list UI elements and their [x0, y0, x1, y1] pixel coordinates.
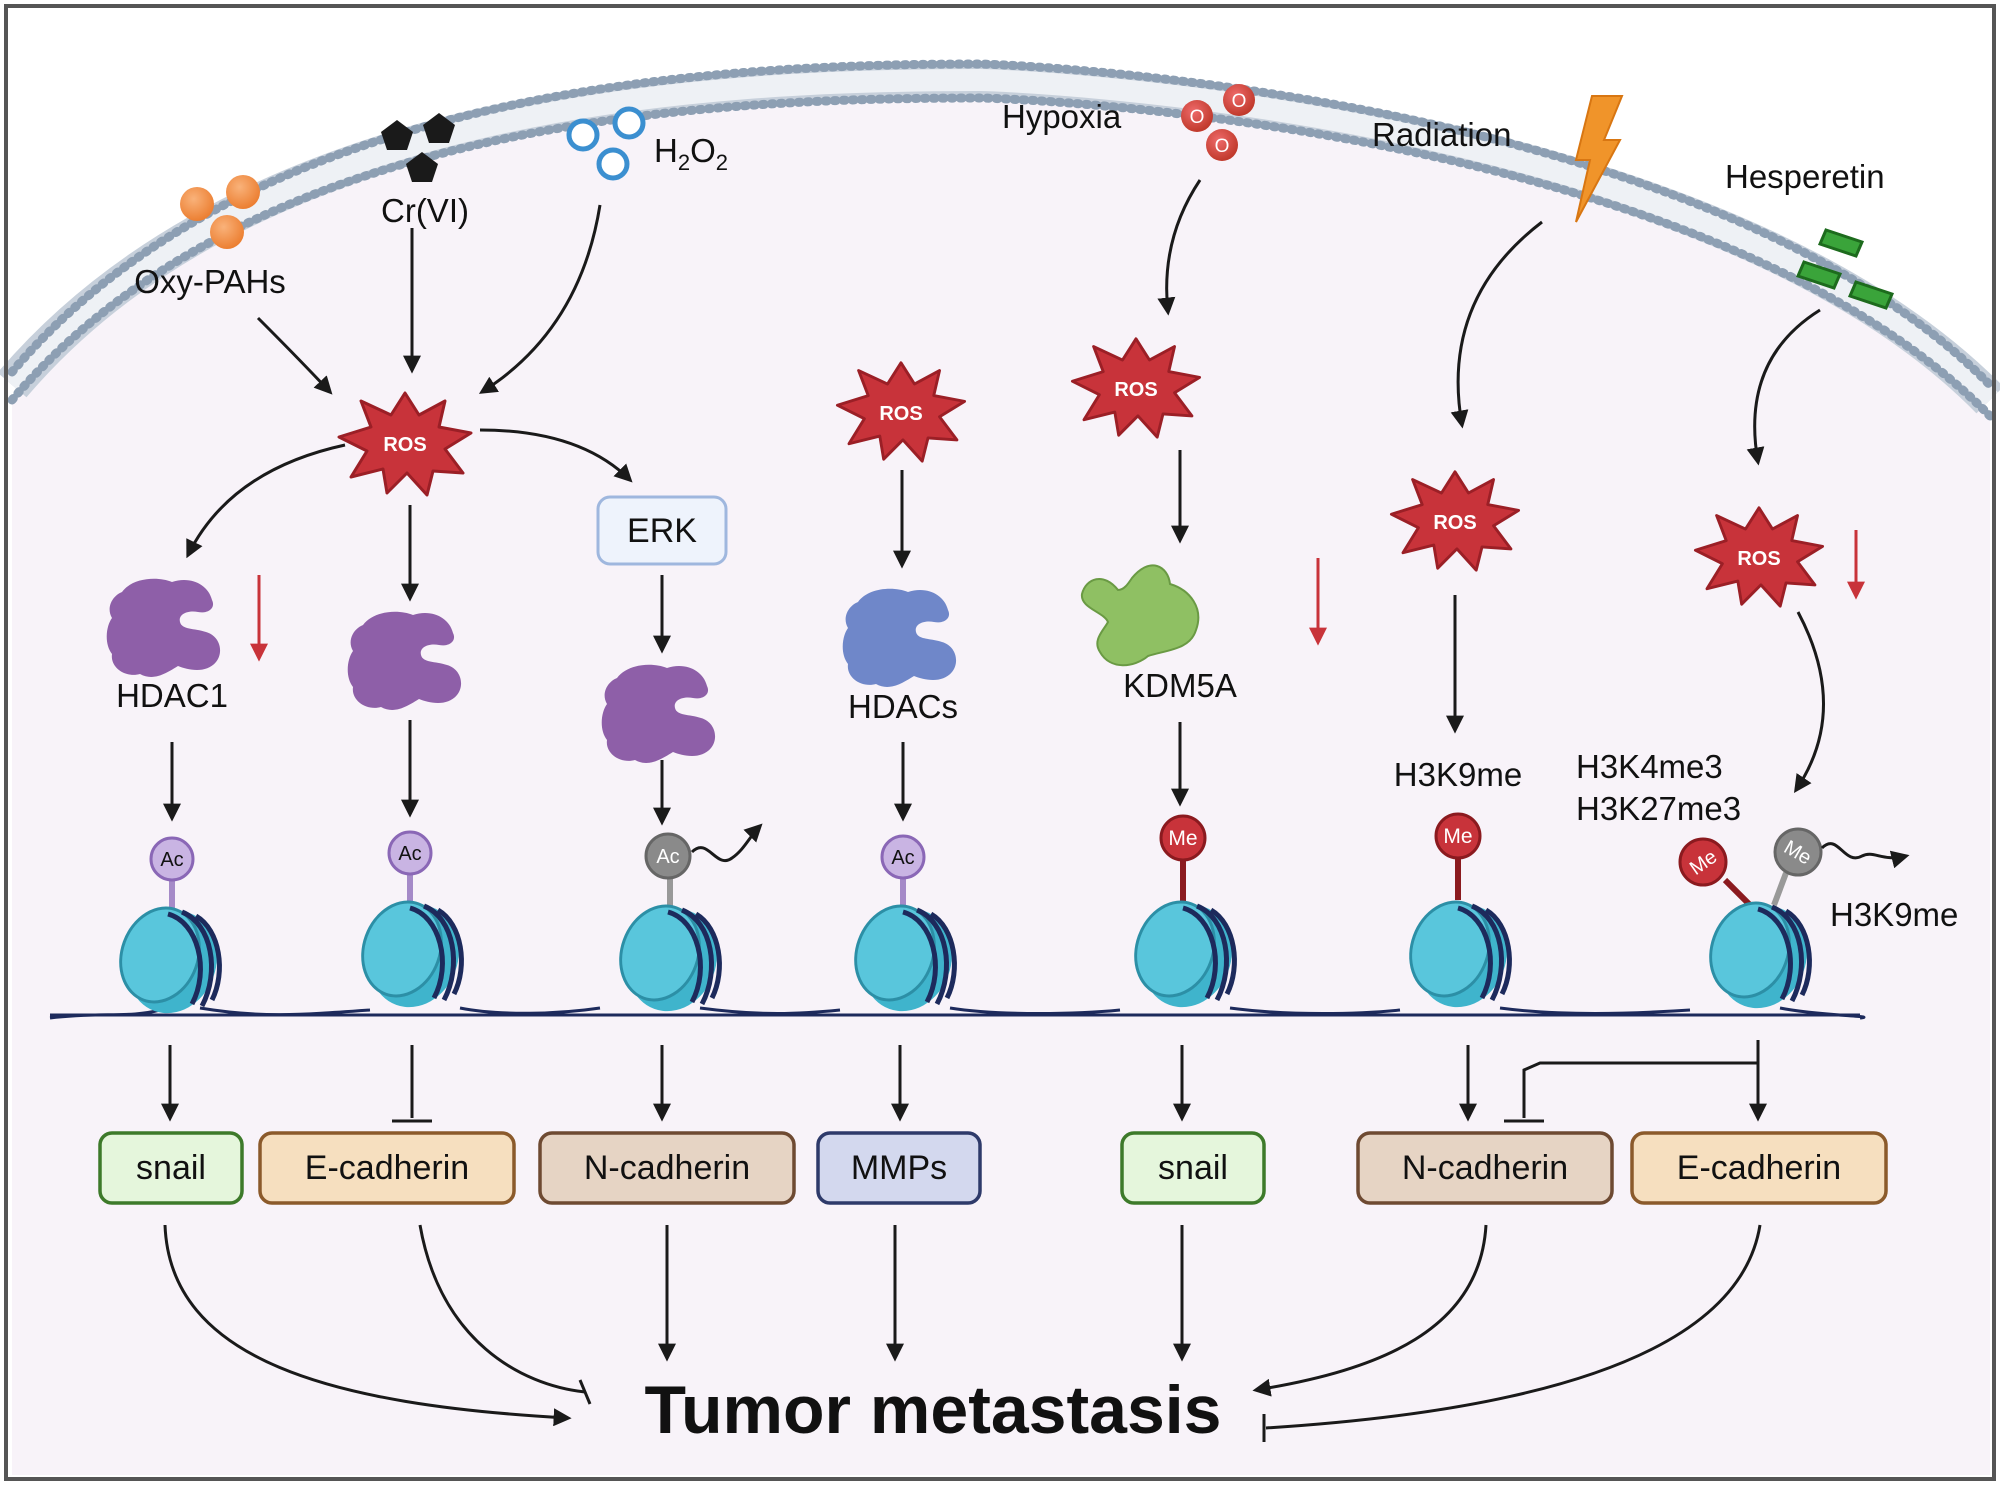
hesperetin-label: Hesperetin — [1725, 158, 1885, 195]
hdacs-label: HDACs — [848, 688, 958, 725]
decrease-arrows — [250, 530, 1865, 662]
svg-text:O: O — [1232, 91, 1247, 112]
oxygen-molecules: O O O — [1181, 84, 1255, 161]
dna-to-gene-arrows — [161, 1040, 1767, 1123]
radiation-label: Radiation — [1372, 116, 1511, 153]
svg-text:Ac: Ac — [656, 846, 679, 868]
erk-node: ERK — [596, 495, 728, 566]
h3k27me3-label: H3K27me3 — [1576, 790, 1741, 827]
crvi-label: Cr(VI) — [381, 192, 469, 229]
gene-snail-1: snail — [98, 1131, 244, 1205]
h2o2-label: H2O2 — [654, 132, 728, 175]
h2o2-molecules — [566, 106, 646, 181]
nucleosome-2: Ac — [350, 830, 473, 1020]
nucleosome-5: Me — [1123, 814, 1246, 1020]
ac-mark-2 — [387, 830, 433, 876]
ros-burst-4: ROS — [1389, 470, 1521, 572]
me-mark-5 — [1159, 814, 1207, 862]
ac-mark-3-removed — [644, 832, 692, 880]
nucleosome-1: Ac — [108, 836, 231, 1026]
svg-text:ROS: ROS — [1737, 548, 1780, 570]
gene-to-outcome-arrows — [163, 1224, 1762, 1442]
svg-text:ROS: ROS — [879, 403, 922, 425]
svg-text:Ac: Ac — [398, 843, 421, 865]
gene-e-cadherin-1: E-cadherin — [258, 1131, 516, 1205]
kdm5a-label: KDM5A — [1123, 667, 1237, 704]
ros-burst-1: ROS — [337, 391, 473, 497]
nucleosome-4: Ac — [843, 834, 966, 1024]
hypoxia-label: Hypoxia — [1002, 98, 1122, 135]
svg-text:E-cadherin: E-cadherin — [1677, 1149, 1841, 1187]
enzyme-to-mark-arrows — [163, 720, 1189, 826]
svg-text:N-cadherin: N-cadherin — [1402, 1149, 1568, 1187]
me-mark-6 — [1434, 812, 1482, 860]
gene-n-cadherin-1: N-cadherin — [538, 1131, 796, 1205]
h3k4me3-label: H3K4me3 — [1576, 748, 1723, 785]
nucleosome-6: Me — [1398, 812, 1521, 1020]
cell-membrane — [0, 59, 2000, 421]
svg-text:E-cadherin: E-cadherin — [305, 1149, 469, 1187]
gene-snail-2: snail — [1120, 1131, 1266, 1205]
ros-burst-5: ROS — [1693, 506, 1825, 608]
h3k9me-label-1: H3K9me — [1394, 756, 1522, 793]
gene-mmps: MMPs — [816, 1131, 982, 1205]
oxy-pahs-molecules — [180, 175, 260, 249]
svg-text:ROS: ROS — [1433, 512, 1476, 534]
lightning-bolt-icon — [1574, 95, 1624, 223]
erk-label: ERK — [627, 512, 697, 550]
hesperetin-molecules — [1795, 228, 1895, 310]
svg-text:Me: Me — [1168, 827, 1197, 850]
svg-text:Ac: Ac — [891, 847, 914, 869]
tumor-metastasis-label: Tumor metastasis — [645, 1372, 1222, 1448]
kdm5a-enzyme — [1080, 564, 1200, 667]
ros-burst-2: ROS — [835, 361, 967, 463]
nucleosome-7: Me Me — [1678, 827, 1910, 1021]
me-mark-7b-removed — [1773, 827, 1823, 877]
svg-text:snail: snail — [136, 1149, 206, 1187]
crvi-molecules — [381, 113, 455, 182]
oxy-pahs-label: Oxy-PAHs — [134, 263, 286, 300]
diagram-frame — [4, 4, 1996, 1481]
svg-text:ROS: ROS — [383, 434, 426, 456]
svg-text:MMPs: MMPs — [851, 1149, 947, 1187]
stimulus-arrows — [256, 179, 1821, 466]
svg-text:O: O — [1190, 107, 1205, 128]
ros-burst-3: ROS — [1070, 337, 1202, 439]
h3k9me-label-2: H3K9me — [1830, 896, 1958, 933]
gene-e-cadherin-2: E-cadherin — [1630, 1131, 1888, 1205]
ac-mark-4 — [880, 834, 926, 880]
me-mark-7a — [1678, 837, 1728, 887]
svg-text:ROS: ROS — [1114, 379, 1157, 401]
cell-interior — [12, 95, 1990, 1475]
ros-downstream-arrows — [186, 428, 1825, 793]
svg-text:N-cadherin: N-cadherin — [584, 1149, 750, 1187]
gene-n-cadherin-2: N-cadherin — [1356, 1131, 1614, 1205]
svg-text:Me: Me — [1443, 825, 1472, 848]
ac-mark-1 — [149, 836, 195, 882]
nucleosome-3: Ac — [608, 823, 763, 1024]
hdac1-label: HDAC1 — [116, 677, 228, 714]
svg-text:Ac: Ac — [160, 849, 183, 871]
svg-text:O: O — [1215, 136, 1230, 157]
svg-text:snail: snail — [1158, 1149, 1228, 1187]
